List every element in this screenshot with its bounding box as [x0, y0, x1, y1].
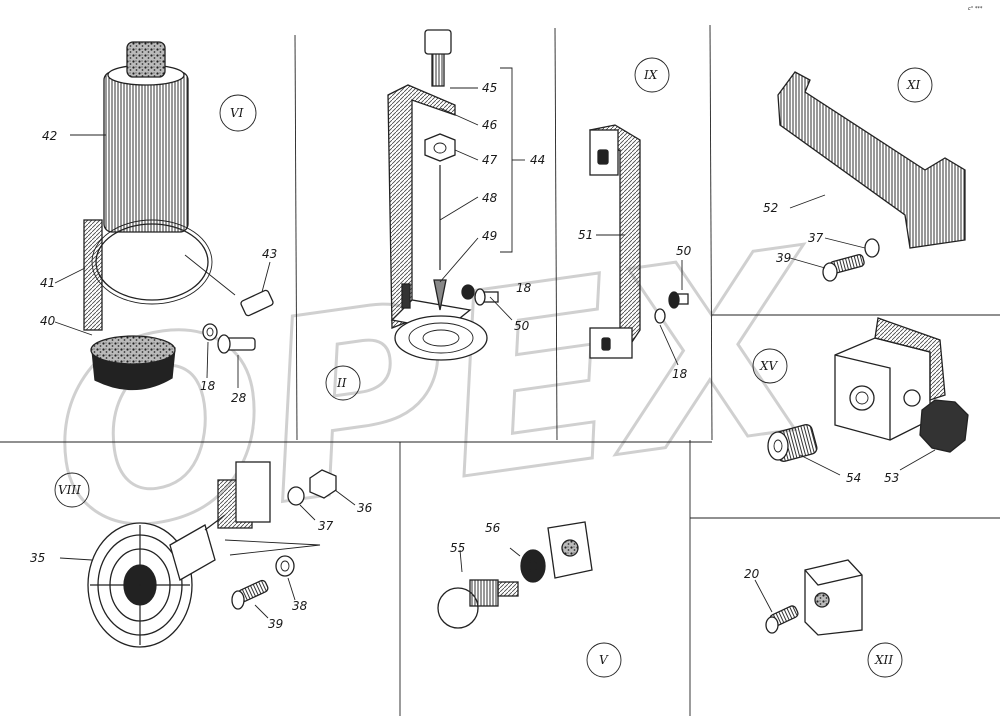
bolt-45	[431, 51, 445, 87]
part-label-39-xi: 39	[776, 251, 791, 265]
part-label-18-ii: 18	[516, 281, 532, 295]
part-label-56: 56	[485, 521, 501, 535]
part-label-53: 53	[884, 471, 899, 485]
bracket-u	[387, 84, 456, 329]
group-label-xv: XV	[759, 359, 779, 373]
group-label-xii: XII	[874, 653, 893, 667]
group-label-v: V	[599, 653, 609, 667]
part-label-45: 45	[482, 81, 497, 95]
needle-49	[433, 279, 447, 311]
filter-cylinder	[103, 71, 189, 233]
washer-56	[520, 549, 546, 583]
nut-36	[309, 469, 337, 499]
part-label-18: 18	[200, 379, 216, 393]
part-label-38: 38	[292, 599, 308, 613]
washer-37	[864, 238, 880, 258]
group-ix: IX 51 50 18	[578, 57, 692, 381]
part-label-55: 55	[450, 541, 465, 555]
group-label-vi: VI	[230, 106, 244, 120]
part-label-37-xi: 37	[808, 231, 824, 245]
group-viii: VIII 35 36 37 38 39	[30, 461, 373, 648]
part-label-40: 40	[40, 314, 56, 328]
part-label-18-ix: 18	[672, 367, 688, 381]
part-label-20: 20	[744, 567, 760, 581]
part-label-41: 41	[40, 276, 55, 290]
washer-37b	[287, 486, 305, 506]
washer-18c	[654, 308, 666, 324]
part-label-43: 43	[262, 247, 277, 261]
part-label-52: 52	[763, 201, 778, 215]
part-label-47: 47	[482, 153, 498, 167]
part-label-49: 49	[482, 229, 497, 243]
part-label-51: 51	[578, 228, 593, 242]
bracket-52	[777, 71, 966, 249]
washer-18	[202, 323, 218, 341]
part-label-54: 54	[846, 471, 861, 485]
lamp-bulb	[437, 587, 479, 629]
bolt-43	[240, 289, 274, 317]
part-label-39-viii: 39	[268, 617, 283, 631]
group-label-ii: II	[336, 376, 347, 390]
part-label-35: 35	[30, 551, 45, 565]
part-label-48: 48	[482, 191, 498, 205]
group-xii: XII 20	[744, 559, 903, 678]
group-label-viii: VIII	[58, 483, 81, 497]
knob-53	[919, 399, 969, 453]
group-xi: XI 52 37 39	[763, 67, 966, 282]
part-label-42: 42	[42, 129, 57, 143]
group-label-xi: XI	[906, 78, 921, 92]
group-xv: XV 54 53	[752, 317, 969, 485]
group-ii: II 45 46 47 44 48 49 18 50	[325, 29, 545, 401]
fan-motor	[169, 524, 216, 581]
corner-mark: c° ***	[968, 6, 983, 12]
panel-dividers	[0, 24, 1000, 716]
diaphragm-disc	[394, 315, 488, 361]
part-label-37-viii: 37	[318, 519, 334, 533]
part-label-28: 28	[231, 391, 247, 405]
lamp-socket	[469, 579, 499, 607]
part-label-50-ii: 50	[514, 319, 530, 333]
part-label-50-ix: 50	[676, 244, 692, 258]
part-label-36: 36	[357, 501, 373, 515]
part-label-44: 44	[530, 153, 545, 167]
clamp-block	[804, 559, 863, 636]
group-label-ix: IX	[643, 68, 658, 82]
clamp-ring	[95, 223, 209, 301]
clamp-strap	[83, 219, 103, 331]
washer-38	[275, 555, 295, 577]
filter-cap	[126, 41, 166, 78]
washer-18b	[461, 284, 475, 300]
group-v: V 55 56	[437, 521, 622, 678]
part-label-46: 46	[482, 118, 498, 132]
block-cube	[834, 337, 931, 441]
nut-47	[424, 133, 456, 162]
group-vi: VI 42 41 40 43 18 28	[40, 41, 277, 405]
